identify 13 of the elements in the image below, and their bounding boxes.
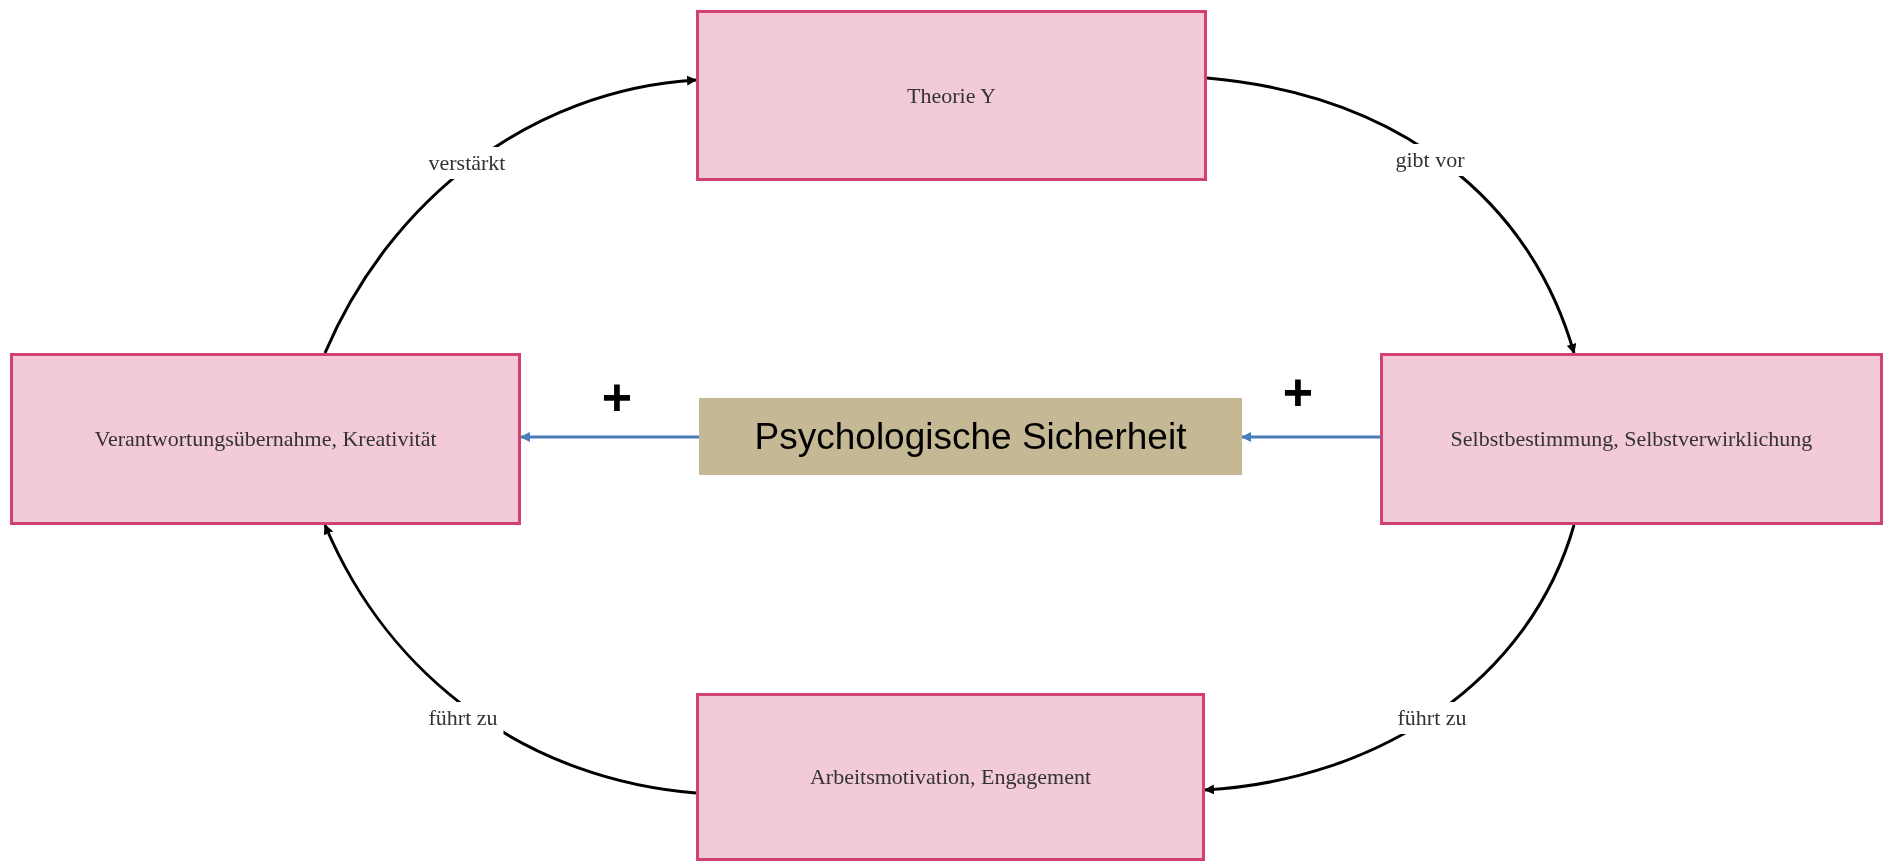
plus-sign: + [1282,366,1314,418]
arrow [1204,524,1576,795]
process-box: Verantwortungsübernahme, Kreativität [10,353,521,525]
arrow [1206,76,1576,354]
process-box: Selbstbestimmung, Selbstverwirklichung [1380,353,1883,525]
process-box: Theorie Y [696,10,1207,181]
arrow [323,524,697,795]
arrow [520,432,699,442]
arrow [323,76,697,354]
arrow [1241,432,1380,442]
process-box: Arbeitsmotivation, Engagement [696,693,1205,861]
plus-sign: + [601,371,633,423]
highlight-box: Psychologische Sicherheit [699,398,1242,475]
